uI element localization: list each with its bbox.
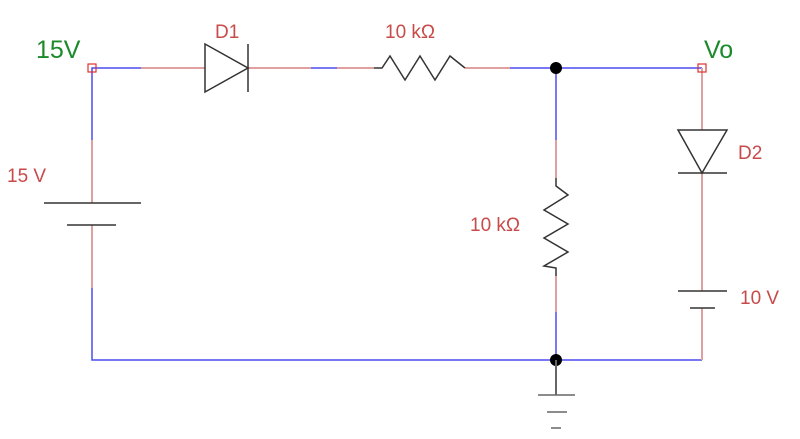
resistor-r2[interactable] <box>541 178 570 276</box>
d1-label: D1 <box>215 22 239 43</box>
battery-v2[interactable] <box>678 290 727 309</box>
output-node-marker[interactable] <box>697 63 707 73</box>
d2-label: D2 <box>738 143 762 164</box>
output-node-label: Vo <box>704 36 733 64</box>
input-node-label: 15V <box>36 36 81 64</box>
battery-v1[interactable] <box>44 202 141 226</box>
v2-label: 10 V <box>740 288 779 309</box>
ground-icon[interactable] <box>538 360 575 429</box>
wires <box>91 67 703 361</box>
r1-label: 10 kΩ <box>385 22 435 43</box>
resistor-r1[interactable] <box>374 54 466 82</box>
wire-bottom[interactable] <box>91 288 702 361</box>
diode-d1-triangle-icon <box>204 42 250 94</box>
input-node-marker[interactable] <box>87 63 97 73</box>
wire-left-top[interactable] <box>91 67 141 140</box>
diode-d2[interactable] <box>676 129 729 175</box>
v1-label: 15 V <box>7 166 46 187</box>
diode-d2-triangle-icon <box>676 129 729 175</box>
junction-top[interactable] <box>550 62 562 74</box>
diode-d1[interactable] <box>204 42 250 94</box>
r2-label: 10 kΩ <box>470 215 520 236</box>
